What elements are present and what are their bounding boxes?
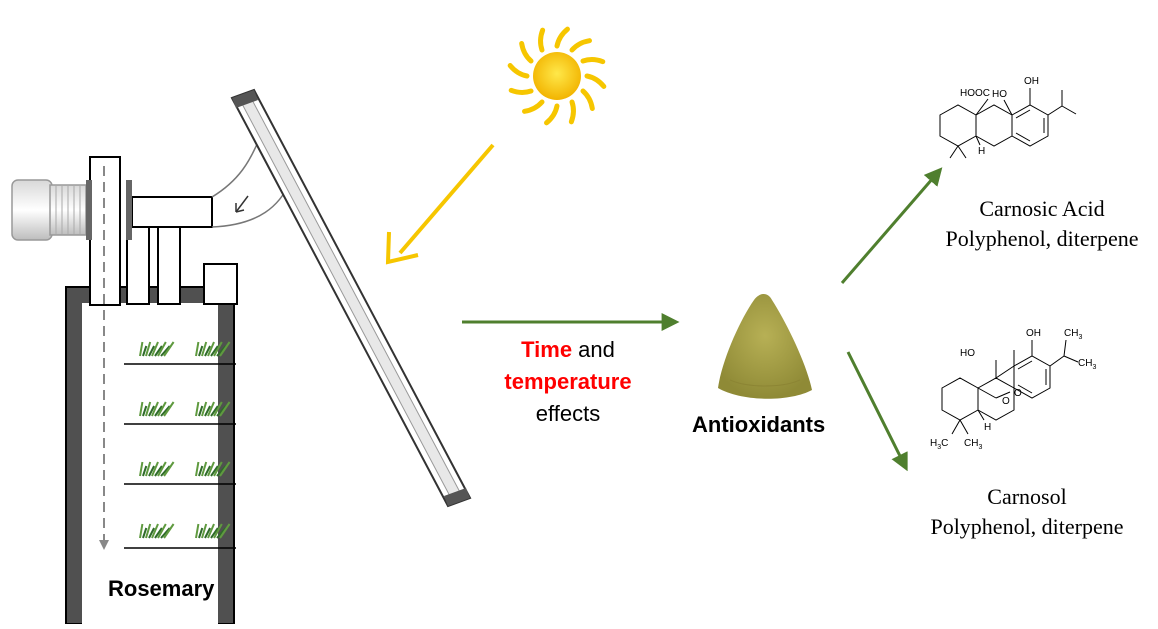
carnosic-arrow [840, 167, 943, 284]
solar-collector [230, 88, 472, 508]
carnosol-caption: Carnosol Polyphenol, diterpene [912, 482, 1142, 542]
carnosol-structure [941, 339, 1079, 435]
carnosol-labels: OH CH3 HO CH3 O O H H3C CH3 [930, 328, 1096, 451]
antioxidants-label: Antioxidants [692, 412, 826, 437]
svg-text:OH: OH [1026, 328, 1041, 339]
rosemary-sprig [195, 523, 231, 539]
rosemary-sprig [195, 461, 231, 477]
carnosic-acid-labels: OH HO HOOC H [960, 76, 1039, 157]
carnosol-name: Carnosol [987, 484, 1067, 509]
temperature-label: temperature [504, 369, 632, 394]
svg-text:H: H [984, 422, 991, 433]
svg-text:H: H [978, 146, 985, 157]
rosemary-label: Rosemary [108, 576, 215, 601]
svg-text:O: O [1014, 388, 1022, 399]
sun-ray [538, 27, 546, 53]
rosemary-sprig [195, 401, 231, 417]
sun-ray [522, 99, 545, 114]
sun-ray [584, 73, 607, 89]
svg-text:CH3: CH3 [964, 438, 982, 451]
time-label: Time [521, 337, 573, 362]
rosemary-sprig [195, 341, 231, 357]
time-temperature-effects-label: Time and temperature effects [478, 334, 658, 430]
rosemary-sprig [139, 523, 175, 539]
carnosic-acid-name: Carnosic Acid [979, 196, 1105, 221]
carnosic-acid-class: Polyphenol, diterpene [945, 226, 1139, 251]
sun-icon [507, 26, 607, 126]
rosemary-sprigs [139, 341, 231, 539]
svg-text:OH: OH [1024, 76, 1039, 87]
svg-text:CH3: CH3 [1064, 328, 1082, 341]
svg-text:HO: HO [960, 348, 975, 359]
carnosic-acid-structure [939, 88, 1077, 159]
svg-text:CH3: CH3 [1078, 358, 1096, 371]
carnosol-class: Polyphenol, diterpene [930, 514, 1124, 539]
and-label: and [572, 337, 615, 362]
svg-text:HO: HO [992, 89, 1007, 100]
sun-ray [508, 87, 534, 95]
sun-ray [568, 99, 576, 125]
sun-ray [507, 63, 530, 79]
sun-ray [569, 38, 592, 53]
carnosic-acid-caption: Carnosic Acid Polyphenol, diterpene [932, 194, 1152, 254]
svg-text:O: O [1002, 396, 1010, 407]
effects-label: effects [535, 401, 601, 426]
rosemary-sprig [139, 401, 175, 417]
sun-ray [519, 41, 534, 64]
sun-ray [544, 103, 560, 126]
sun-ray [580, 57, 606, 65]
rosemary-sprig [139, 341, 175, 357]
sunlight-arrow [385, 143, 495, 265]
fan-cap [11, 179, 132, 241]
sun-ray [554, 26, 570, 49]
rosemary-sprig [139, 461, 175, 477]
carnosol-arrow [846, 351, 908, 472]
antioxidant-powder [718, 294, 812, 399]
dryer-apparatus [11, 141, 291, 625]
sun-ray [580, 88, 595, 111]
svg-text:H3C: H3C [930, 438, 948, 451]
svg-text:HOOC: HOOC [960, 88, 990, 99]
